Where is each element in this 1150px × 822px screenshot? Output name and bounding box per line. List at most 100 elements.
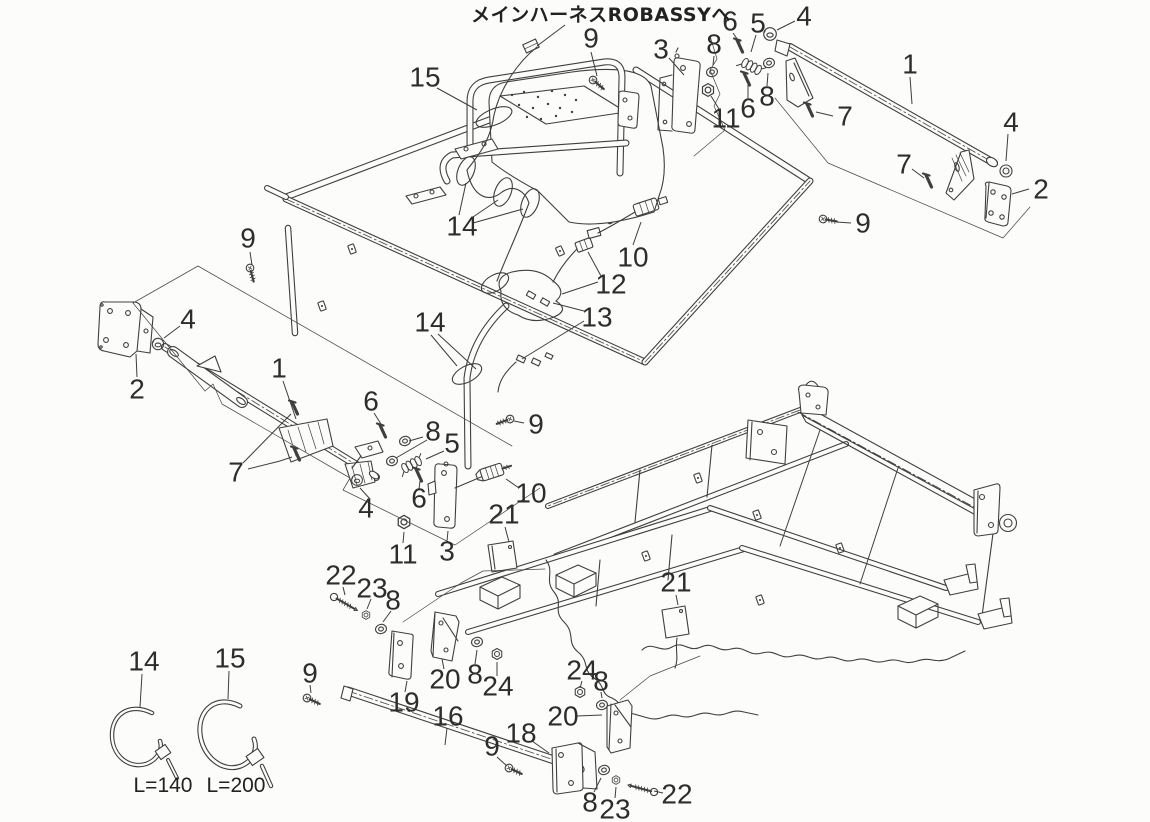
callout-label-6: 6 — [363, 386, 379, 417]
washer-icon — [374, 622, 388, 636]
callout-label-14: 14 — [414, 307, 445, 338]
leader-line — [561, 281, 599, 295]
leader-line — [750, 34, 757, 53]
leader-line — [408, 436, 424, 442]
callout-label-6: 6 — [411, 483, 427, 514]
callout-label-9: 9 — [484, 731, 500, 762]
leader-line — [632, 221, 642, 246]
callout-label-18: 18 — [505, 718, 536, 749]
leader-line — [458, 182, 467, 216]
harness-clamp-bracket — [617, 90, 640, 129]
leader-line — [576, 714, 603, 717]
support-bar-assembly-art — [340, 611, 633, 795]
callout-label-4: 4 — [358, 493, 374, 524]
leader-line — [521, 320, 585, 360]
leader-line — [437, 333, 477, 370]
bolt-head-icon — [151, 337, 165, 351]
bracket-3-right — [671, 57, 701, 134]
tie-length-200: L=200 — [207, 774, 266, 797]
tie-length-140: L=140 — [134, 774, 193, 797]
leader-line — [1005, 133, 1009, 162]
leader-line — [444, 727, 448, 746]
leader-line — [668, 57, 685, 76]
leader-line — [909, 76, 913, 105]
leader-line — [911, 168, 925, 179]
callout-label-15: 15 — [409, 62, 440, 93]
washer-icon — [597, 763, 611, 777]
callout-label-4: 4 — [180, 304, 196, 335]
leader-line — [382, 610, 392, 623]
callout-label-9: 9 — [302, 658, 318, 689]
pin-icon — [802, 100, 815, 118]
nut-icon — [611, 775, 621, 785]
washer-icon — [761, 56, 777, 70]
callout-label-12: 12 — [595, 269, 626, 300]
torn-edge — [545, 559, 649, 719]
fork-end — [943, 563, 979, 596]
callout-label-24: 24 — [482, 671, 513, 702]
callout-label-22: 22 — [661, 779, 692, 810]
leader-line — [139, 673, 143, 708]
callout-label-15: 15 — [214, 643, 245, 674]
washer-icon — [595, 698, 609, 712]
nut-icon — [361, 610, 371, 620]
connector-13 — [497, 352, 554, 393]
leader-line — [227, 670, 230, 700]
leader-line — [614, 786, 617, 799]
torn-edge — [647, 710, 759, 720]
washer-icon — [384, 454, 400, 468]
callout-label-3: 3 — [653, 34, 669, 65]
leader-line — [373, 412, 382, 425]
leader-line — [766, 72, 769, 87]
leader-line — [496, 756, 508, 767]
fork-end — [977, 597, 1013, 630]
callout-label-19: 19 — [388, 687, 419, 718]
leader-line — [579, 680, 583, 689]
leader-line — [395, 439, 428, 459]
leader-line — [504, 526, 510, 543]
callout-label-2: 2 — [1033, 174, 1049, 205]
nut-icon — [491, 647, 503, 661]
damper-10 — [475, 462, 513, 482]
leader-line — [474, 649, 478, 665]
callout-label-8: 8 — [759, 81, 775, 112]
pin-icon — [411, 465, 424, 483]
callout-label-7: 7 — [837, 101, 853, 132]
callout-label-9: 9 — [240, 223, 256, 254]
callout-label-5: 5 — [444, 428, 460, 459]
callout-label-20: 20 — [429, 664, 460, 695]
washer-icon — [704, 65, 720, 79]
leader-line — [600, 691, 603, 699]
callout-label-4: 4 — [796, 1, 812, 32]
cable-ties-art — [109, 699, 274, 789]
connector-10 — [586, 196, 669, 239]
callout-label-3: 3 — [439, 536, 455, 567]
callout-label-8: 8 — [593, 666, 609, 697]
screw-icon — [502, 761, 525, 779]
callout-label-11: 11 — [711, 103, 740, 134]
callout-label-6: 6 — [740, 93, 756, 124]
callout-label-1: 1 — [902, 49, 918, 80]
callout-label-23: 23 — [599, 794, 630, 822]
callout-label-24: 24 — [566, 655, 597, 686]
leader-line — [552, 302, 585, 312]
callout-label-7: 7 — [228, 457, 244, 488]
leader-line — [590, 51, 598, 77]
leader-line — [282, 380, 297, 420]
callout-label-8: 8 — [467, 659, 483, 690]
leader-line — [1011, 188, 1030, 195]
connector-12 — [552, 237, 594, 283]
callout-label-13: 13 — [581, 302, 612, 333]
leader-line — [342, 586, 346, 596]
bolt-icon — [625, 780, 660, 798]
leader-line — [472, 208, 524, 224]
bolt-icon — [328, 591, 361, 615]
harness-note: メインハーネスROBASSYへ — [471, 4, 731, 26]
bracket-18 — [551, 742, 584, 795]
leader-line — [441, 658, 445, 670]
callout-label-4: 4 — [1003, 107, 1019, 138]
callout-label-8: 8 — [385, 585, 401, 616]
leader-line — [710, 95, 720, 110]
